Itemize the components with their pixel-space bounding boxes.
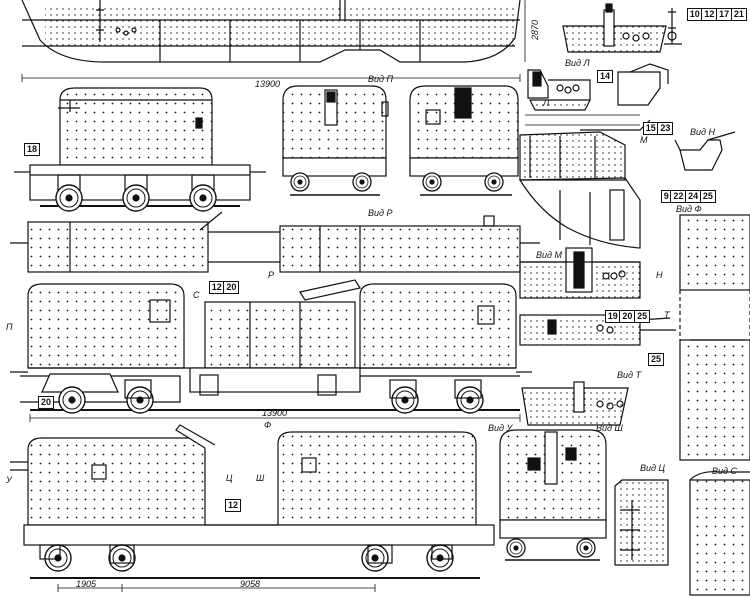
callout-20: 20	[38, 396, 55, 409]
view-label-f: Вид Ф	[676, 204, 702, 214]
view-n-detail	[674, 131, 736, 171]
view-label-sh: Вид Ш	[596, 423, 623, 433]
view-label-ts: Вид Ц	[640, 463, 666, 473]
top-right-detail	[562, 3, 682, 53]
callout-20b: 20	[223, 281, 240, 294]
right-side-view	[679, 214, 750, 596]
callout-22: 22	[670, 190, 687, 203]
callout-group-19-20-25: 19 20 25	[604, 310, 651, 323]
car-end-view-l	[409, 85, 519, 196]
car-end-view-p	[282, 85, 389, 196]
callout-17: 17	[716, 8, 733, 21]
letter-p: П	[6, 322, 13, 332]
callout-12b: 12	[701, 8, 718, 21]
letter-f: Ф	[264, 420, 272, 430]
letter-sh: Ш	[256, 473, 265, 483]
hull-bow-section	[518, 114, 651, 249]
callout-12: 12	[225, 499, 242, 512]
callout-21: 21	[730, 8, 747, 21]
letter-ts: Ц	[226, 473, 233, 483]
view-m-detail	[519, 247, 641, 299]
dimension-length-top: 13900	[255, 79, 281, 89]
callout-24: 24	[685, 190, 702, 203]
dimension-bogie-base: 1905	[76, 579, 97, 589]
letter-r: Р	[268, 270, 275, 280]
view-label-m: Вид М	[536, 250, 562, 260]
callout-23: 23	[657, 122, 674, 135]
view-label-r: Вид Р	[368, 208, 393, 218]
view-ts-detail	[614, 479, 669, 566]
callout-group-12-20: 12 20	[208, 281, 240, 294]
callout-18: 18	[24, 143, 41, 156]
callout-25c: 25	[634, 310, 651, 323]
letter-s: С	[193, 290, 200, 300]
letter-l: Л	[543, 98, 550, 108]
callout-group-10-12-17-21: 10 12 17 21	[686, 8, 747, 21]
callout-19: 19	[604, 310, 621, 323]
letter-u: У	[6, 475, 12, 485]
letter-m: М	[640, 135, 648, 145]
callout-group-15-23: 15 23	[642, 122, 674, 135]
callout-20c: 20	[619, 310, 636, 323]
view-t-detail	[519, 314, 676, 346]
callout-25: 25	[648, 353, 665, 366]
callout-25b: 25	[699, 190, 716, 203]
letter-n: Н	[656, 270, 663, 280]
view-label-u: Вид У	[488, 423, 513, 433]
view-label-t: Вид Т	[617, 370, 641, 380]
letter-t: Т	[664, 310, 670, 320]
car-side-view-18	[14, 87, 266, 212]
callout-12c: 12	[208, 281, 225, 294]
view-label-l: Вид Л	[565, 58, 590, 68]
callout-15: 15	[642, 122, 659, 135]
car-side-view-20	[10, 279, 532, 422]
car-end-view-u	[499, 429, 607, 561]
top-hull-view	[21, 0, 526, 82]
dimension-wheelbase: 9058	[240, 579, 261, 589]
callout-10: 10	[686, 8, 703, 21]
dimension-height: 2870	[530, 19, 540, 40]
callout-group-9-22-24-25: 9 22 24 25	[660, 190, 716, 203]
car-top-view	[10, 211, 540, 273]
view-l-detail	[527, 63, 669, 111]
callout-14: 14	[597, 70, 614, 83]
view-sh-detail	[521, 381, 629, 426]
dimension-length-mid: 13900	[262, 408, 288, 418]
view-label-s: Вид С	[712, 466, 737, 476]
view-label-n: Вид Н	[690, 127, 715, 137]
view-label-p: Вид П	[368, 74, 394, 84]
car-side-view-12	[10, 424, 495, 592]
